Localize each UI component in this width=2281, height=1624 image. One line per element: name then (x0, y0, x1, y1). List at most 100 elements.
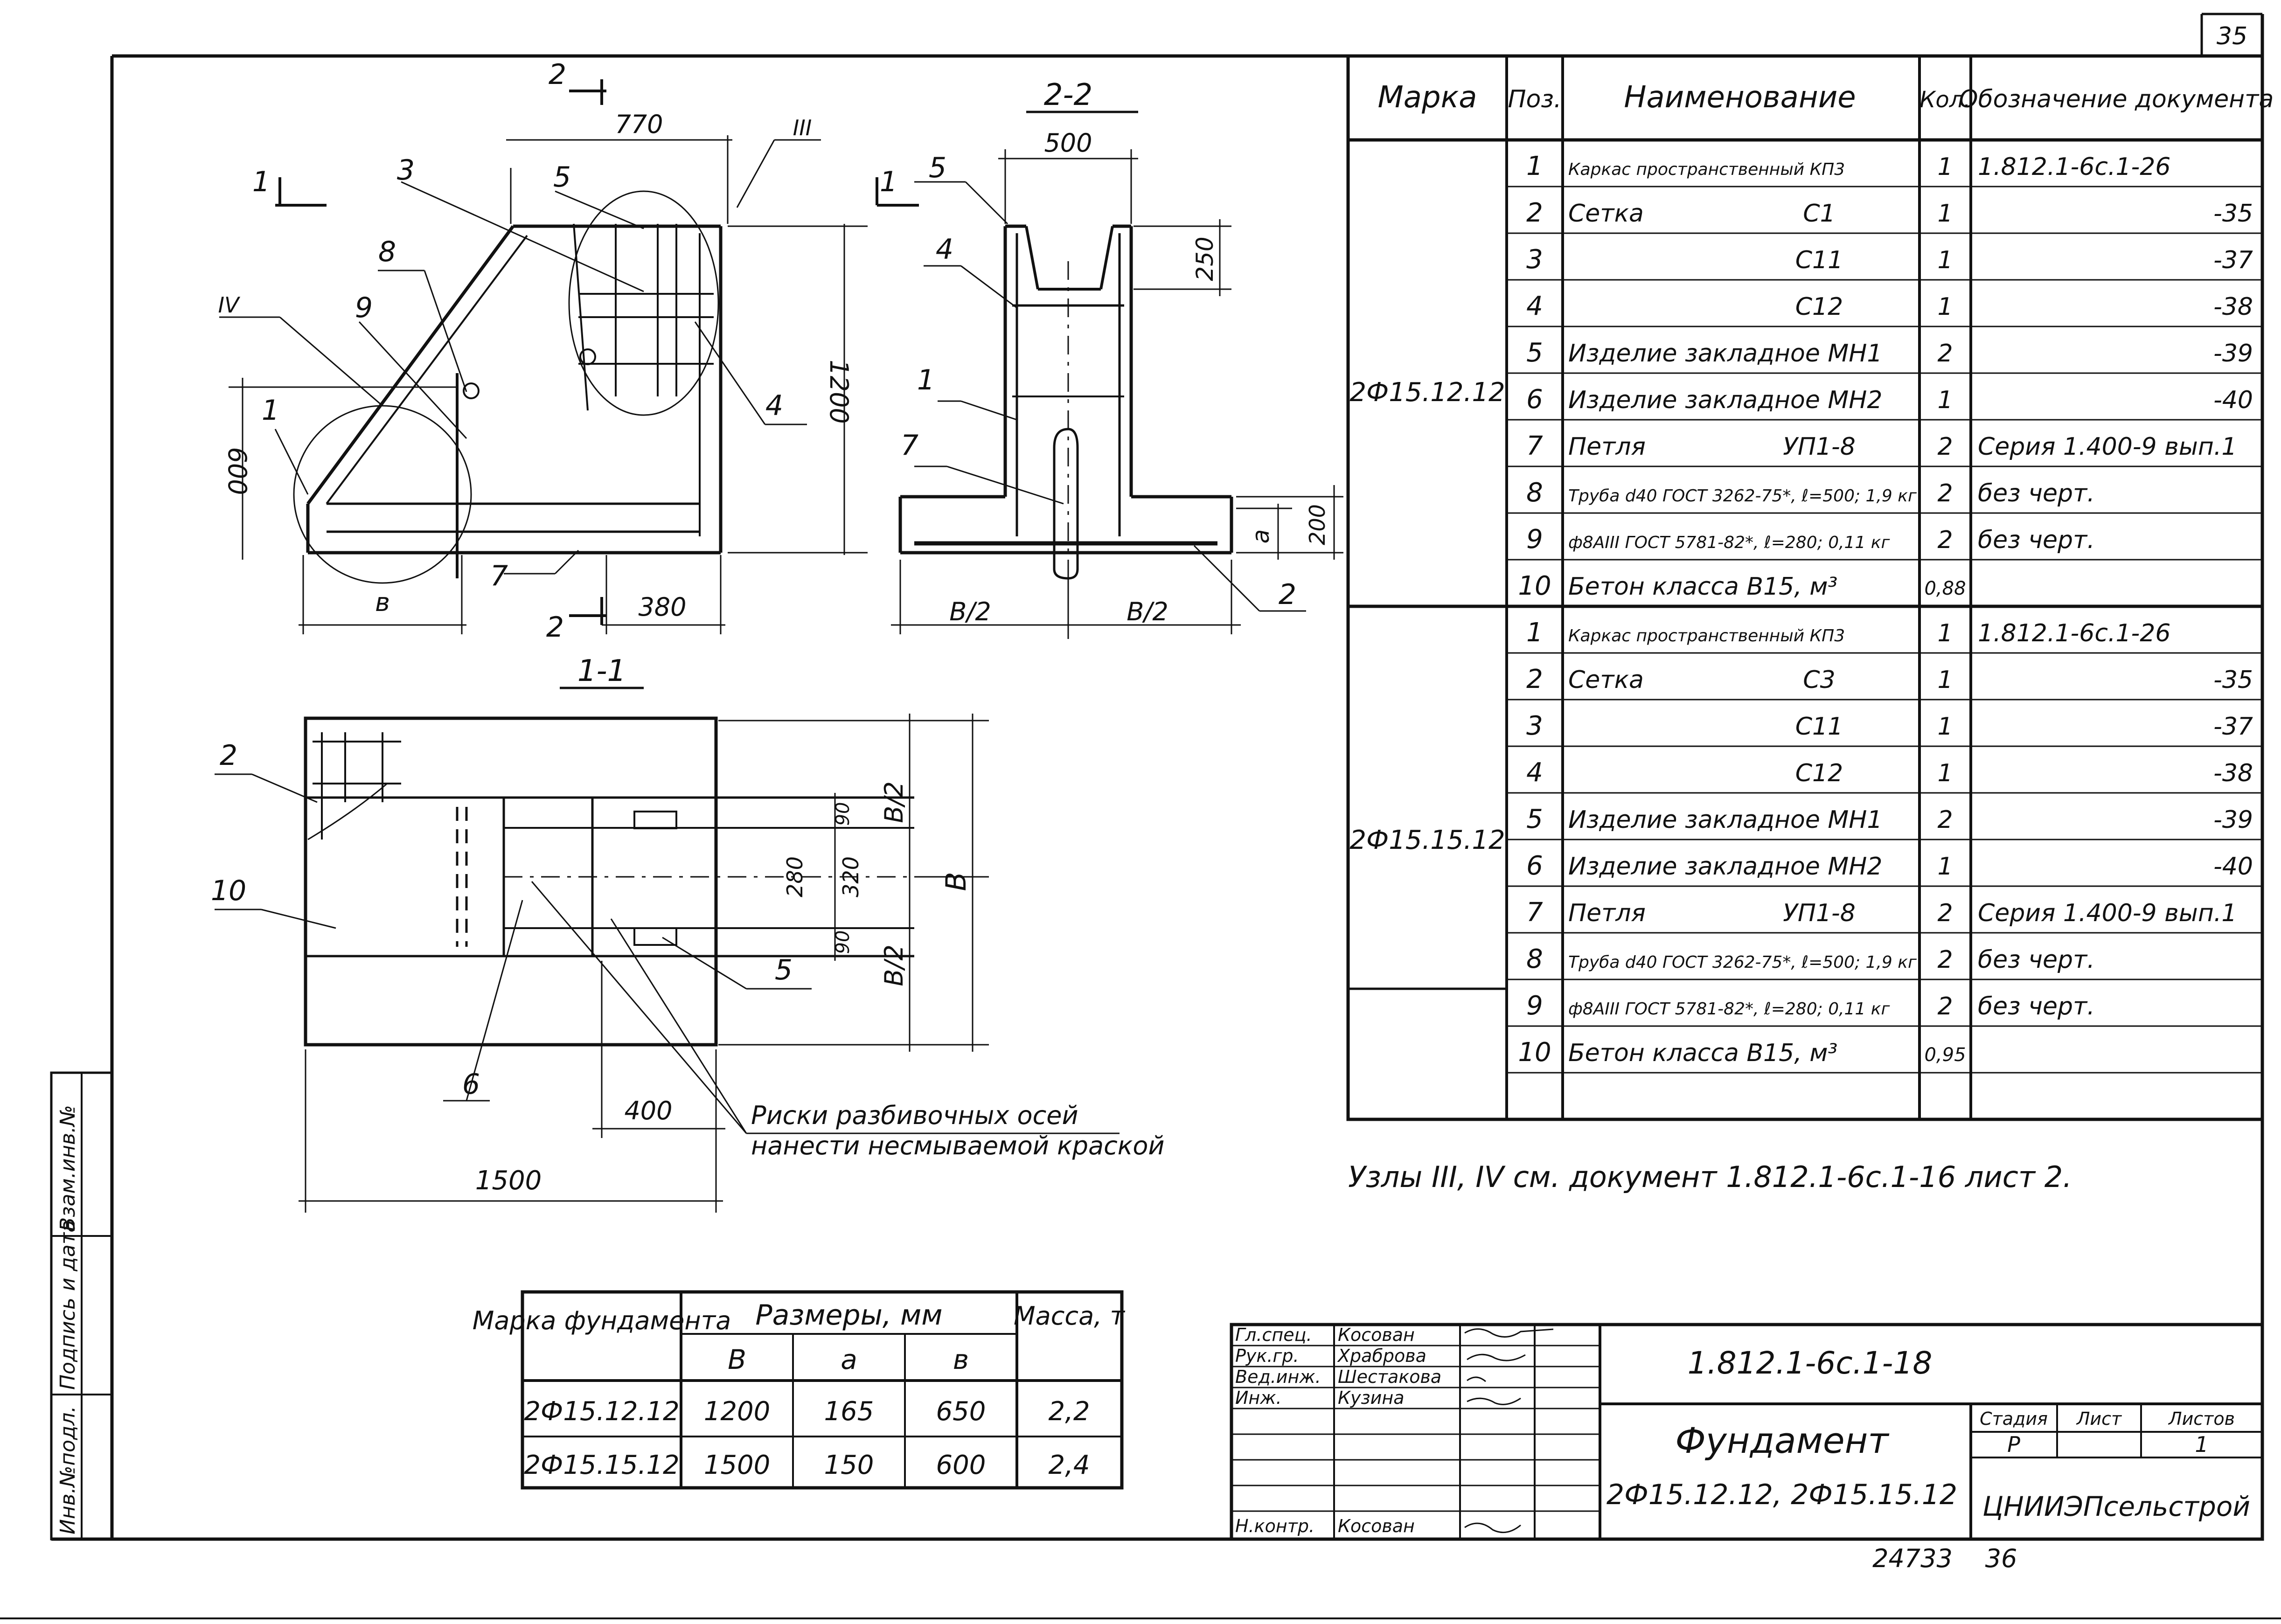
title-stage-value: Р (2007, 1432, 2020, 1457)
spec-row-pos: 2 (1526, 664, 1543, 694)
section-2-2-title: 2-2 (1044, 78, 1093, 112)
plan-dim-770: 770 (615, 110, 663, 139)
spec-row-qty: 2 (1937, 526, 1953, 554)
dims-cell-mass: 2,2 (1048, 1396, 1090, 1427)
spec-row-qty: 0,88 (1924, 578, 1966, 599)
spec-row-name: Изделие закладное МН1 (1568, 340, 1882, 368)
spec-row-qty: 1 (1937, 713, 1953, 741)
section-2-2-dim-a: a (1247, 529, 1274, 544)
spec-row-name: ф8АIII ГОСТ 5781-82*, ℓ=280; 0,11 кг (1568, 533, 1891, 552)
spec-group2-mark: 2Ф15.15.12 (1349, 825, 1505, 855)
spec-header-mark: Марка (1378, 80, 1477, 115)
copy-number: 24733 (1872, 1544, 1953, 1573)
spec-row-doc: -38 (2213, 759, 2253, 787)
spec-row-sub: С12 (1795, 759, 1843, 787)
spec-row-pos: 6 (1526, 851, 1543, 881)
dims-cell-a: 150 (824, 1450, 874, 1480)
plan-pos-5: 5 (553, 161, 571, 194)
side-stamp-inv: Инв.№подл. (56, 1406, 80, 1534)
spec-row-doc: -39 (2213, 340, 2253, 368)
section-1-1-pos-6: 6 (462, 1068, 480, 1101)
spec-header-name: Наименование (1624, 80, 1856, 115)
spec-row-name: Сетка (1568, 666, 1644, 694)
spec-row-name: Петля (1568, 899, 1646, 927)
plan-section-1-right: 1 (880, 166, 897, 198)
section-1-1-pos-10: 10 (211, 874, 246, 907)
plan-pos-1: 1 (262, 394, 279, 427)
spec-row-pos: 8 (1526, 478, 1543, 508)
axis-marks-note-line1: Риски разбивочных осей (751, 1101, 1078, 1130)
spec-row-qty: 2 (1937, 992, 1953, 1020)
section-1-1-dim-400: 400 (624, 1096, 672, 1125)
spec-row-doc: без черт. (1978, 992, 2095, 1020)
title-name-1: Храброва (1337, 1346, 1426, 1366)
section-1-1-dim-320: 320 (838, 856, 863, 897)
spec-row-qty: 2 (1937, 806, 1953, 834)
spec-row-qty: 2 (1937, 479, 1953, 507)
spec-header-qty: Кол. (1919, 87, 1970, 113)
spec-row-sub: С12 (1795, 293, 1843, 321)
spec-group1-mark: 2Ф15.12.12 (1349, 377, 1505, 408)
side-stamp-repl: Взам.инв.№ (56, 1105, 80, 1231)
title-sheets-value: 1 (2195, 1432, 2208, 1457)
spec-row-name: Сетка (1568, 200, 1644, 228)
spec-row-qty: 1 (1937, 666, 1953, 694)
spec-row-pos: 5 (1526, 804, 1543, 834)
spec-row-qty: 1 (1937, 619, 1953, 647)
spec-row-pos: 9 (1526, 991, 1543, 1021)
plan-node-iii: III (793, 115, 812, 140)
plan-section-2-top: 2 (549, 58, 566, 91)
spec-row-pos: 10 (1518, 571, 1551, 601)
section-2-2-pos-2: 2 (1279, 578, 1296, 611)
section-1-1-pos-2: 2 (220, 739, 237, 772)
spec-row-pos: 1 (1526, 618, 1543, 648)
spec-row-sub: УП1-8 (1783, 433, 1856, 461)
spec-row-qty: 1 (1937, 246, 1953, 274)
section-1-1-dim-b: В (940, 872, 973, 891)
title-role-3: Инж. (1235, 1388, 1282, 1408)
dims-cell-mark: 2Ф15.15.12 (524, 1450, 679, 1480)
spec-row-name: Труба d40 ГОСТ 3262-75*, ℓ=500; 1,9 кг (1568, 953, 1917, 972)
spec-header-pos: Поз. (1508, 85, 1561, 113)
plan-section-2-bottom: 2 (546, 611, 564, 644)
plan-pos-7: 7 (490, 560, 508, 592)
spec-row-qty: 2 (1937, 433, 1953, 461)
spec-row-sub: С11 (1795, 713, 1843, 741)
plan-pos-9: 9 (355, 291, 373, 324)
spec-row-pos: 3 (1526, 244, 1543, 275)
spec-row-sub: С11 (1795, 246, 1843, 274)
spec-row-name: ф8АIII ГОСТ 5781-82*, ℓ=280; 0,11 кг (1568, 999, 1891, 1019)
section-1-1-pos-5: 5 (775, 954, 793, 986)
spec-row-qty: 1 (1937, 386, 1953, 414)
dims-cell-mark: 2Ф15.12.12 (524, 1396, 679, 1427)
section-1-1 (215, 687, 1120, 1213)
spec-row-qty: 1 (1937, 293, 1953, 321)
section-2-2-dim-b2-right: В/2 (1127, 597, 1168, 626)
spec-row-doc: без черт. (1978, 946, 2095, 974)
spec-row-pos: 7 (1526, 431, 1543, 461)
title-role-2: Вед.инж. (1235, 1367, 1321, 1387)
spec-table-grid (1346, 54, 2264, 1121)
side-stamp (50, 1071, 113, 1541)
plan-node-iv: IV (218, 292, 241, 318)
spec-row-pos: 4 (1526, 291, 1543, 321)
section-1-1-dim-1500: 1500 (475, 1166, 542, 1196)
section-2-2-dim-250: 250 (1191, 236, 1218, 281)
section-2-2-pos-4: 4 (936, 233, 953, 266)
section-1-1-dim-90-top: 90 (832, 802, 854, 826)
dims-sub-b: В (728, 1344, 746, 1375)
spec-row-pos: 8 (1526, 944, 1543, 974)
dims-sub-a: а (841, 1344, 857, 1375)
spec-row-doc: 1.812.1-6с.1-26 (1978, 153, 2170, 181)
spec-row-qty: 1 (1937, 853, 1953, 881)
spec-row-qty: 2 (1937, 340, 1953, 368)
title-role-0: Гл.спец. (1235, 1325, 1312, 1345)
nodes-note: Узлы III, IV см. документ 1.812.1-6с.1-1… (1348, 1160, 2072, 1194)
title-sheets-label: Листов (2168, 1409, 2235, 1429)
format-number: 36 (1985, 1544, 2017, 1573)
title-name-3: Кузина (1338, 1388, 1405, 1408)
section-2-2 (891, 111, 1343, 639)
section-2-2-dim-b2-left: В/2 (949, 597, 991, 626)
plan-pos-4: 4 (765, 389, 783, 422)
